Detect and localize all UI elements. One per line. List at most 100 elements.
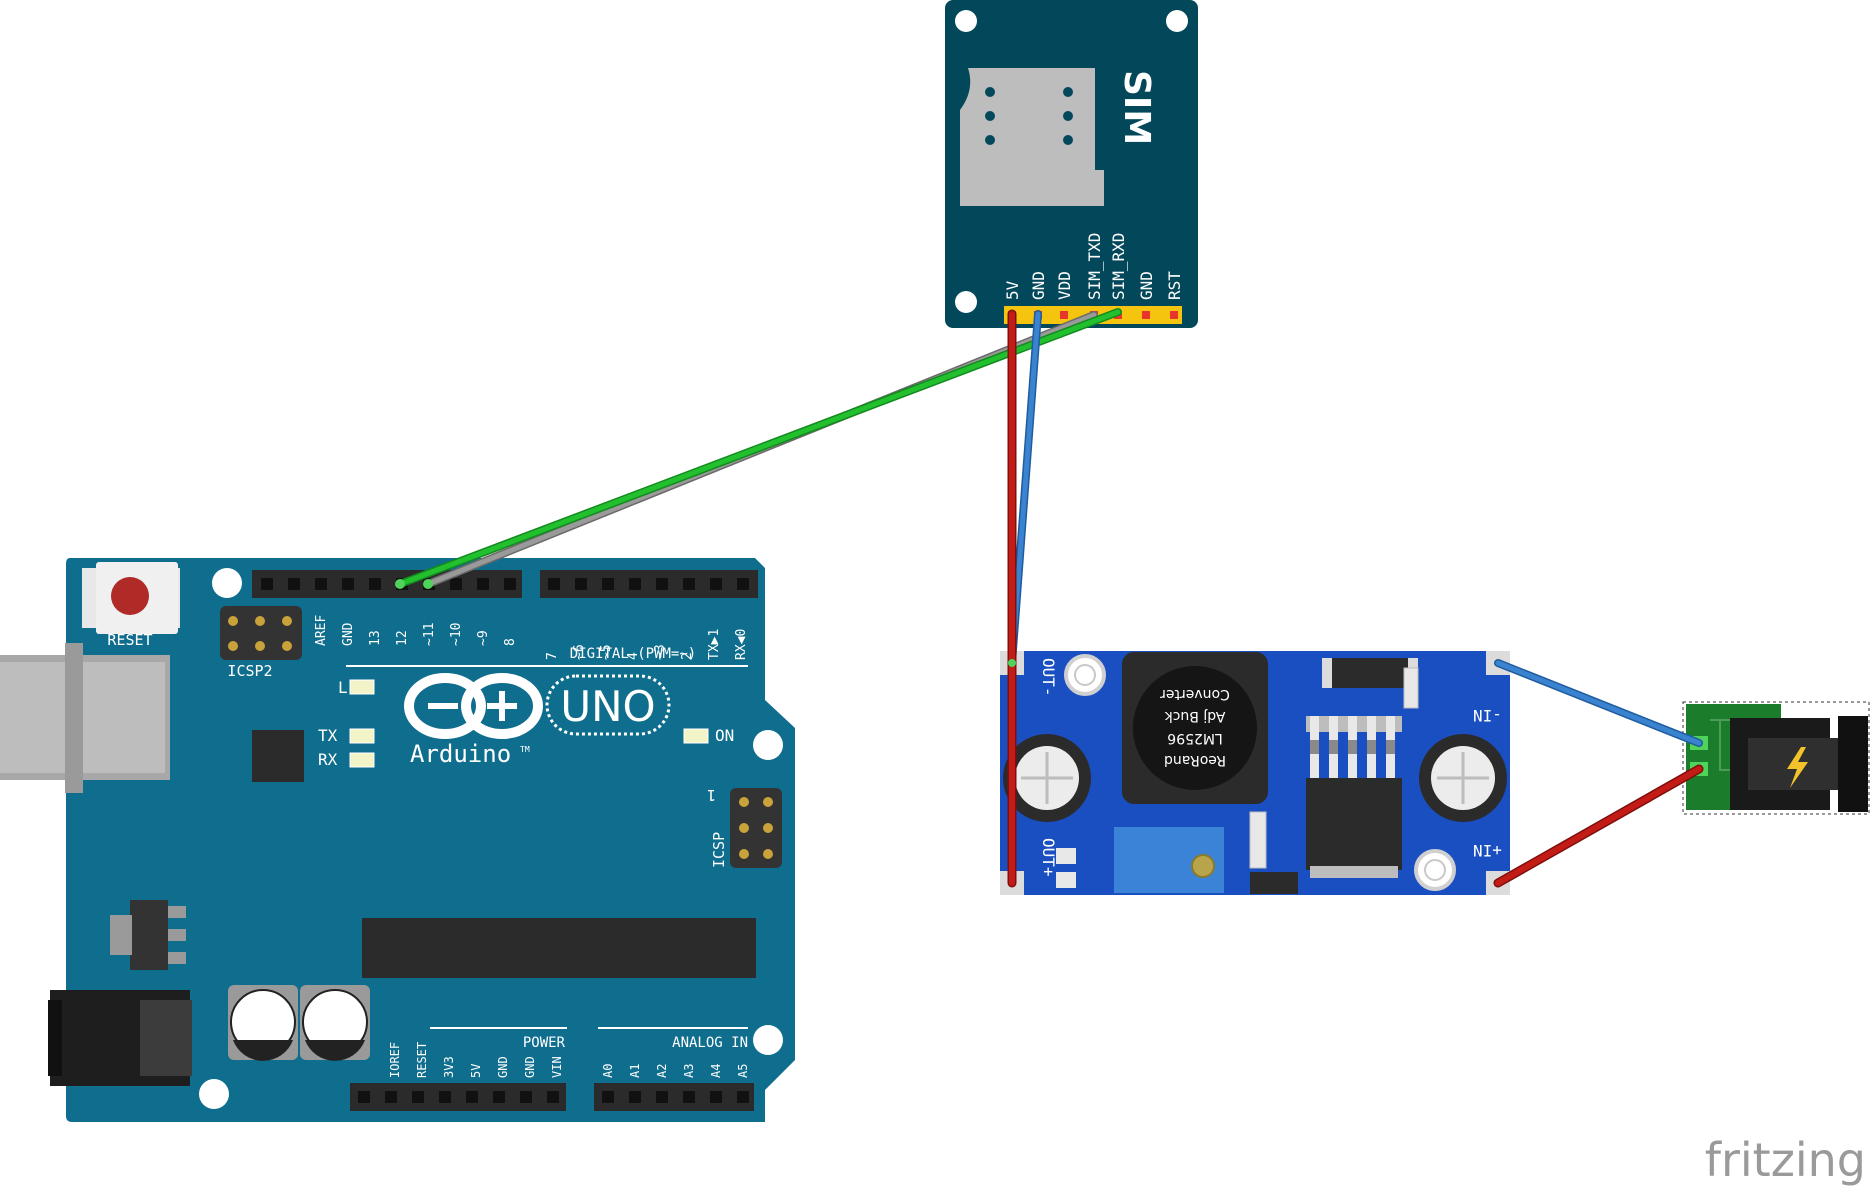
pin-label: ~10 bbox=[449, 623, 464, 646]
header-hole bbox=[737, 1091, 749, 1103]
mounting-hole bbox=[753, 1025, 783, 1055]
pin-label: RX◀0 bbox=[734, 629, 749, 660]
pin-label: GND bbox=[523, 1056, 537, 1078]
header-hole bbox=[342, 578, 354, 590]
resistor bbox=[1403, 667, 1419, 709]
pin-label: AREF bbox=[314, 615, 329, 646]
reset-button[interactable] bbox=[82, 562, 180, 634]
pin-label: GND bbox=[1137, 271, 1156, 300]
pin-label: VIN bbox=[550, 1056, 564, 1078]
mounting-hole bbox=[212, 568, 242, 598]
inductor-text: Adj Buck bbox=[1164, 708, 1226, 724]
icsp2-header bbox=[220, 606, 302, 660]
in-plus-label: +IN bbox=[1473, 841, 1502, 860]
potentiometer bbox=[1114, 827, 1224, 893]
header-hole bbox=[575, 578, 587, 590]
icsp2-label: ICSP2 bbox=[227, 662, 272, 680]
pin-label: 8 bbox=[503, 638, 518, 646]
fritzing-watermark: fritzing bbox=[1705, 1133, 1866, 1187]
sim-pin bbox=[1142, 311, 1150, 319]
wires bbox=[395, 308, 1704, 888]
in-minus-label: -IN bbox=[1473, 706, 1502, 725]
l-led-label: L bbox=[338, 678, 348, 697]
digital-header-left bbox=[252, 570, 522, 598]
header-hole bbox=[493, 1091, 505, 1103]
smd-part bbox=[1056, 872, 1076, 888]
power-header bbox=[350, 1083, 566, 1111]
header-hole bbox=[315, 578, 327, 590]
out-plus-label: OUT+ bbox=[1039, 838, 1058, 877]
digital-header-right bbox=[540, 570, 758, 598]
usb-chip bbox=[252, 730, 304, 782]
resistor bbox=[1249, 811, 1267, 869]
analog-label: ANALOG IN bbox=[672, 1035, 748, 1051]
diode bbox=[1322, 658, 1418, 688]
icsp-header bbox=[730, 788, 782, 868]
pin-label: 12 bbox=[395, 630, 410, 646]
mounting-hole bbox=[1166, 10, 1188, 32]
header-hole bbox=[737, 578, 749, 590]
pin-label: ~3 bbox=[653, 644, 668, 660]
pin-label: 5V bbox=[469, 1064, 483, 1078]
inductor-text: LM2596 bbox=[1167, 730, 1223, 746]
input-capacitor bbox=[1419, 734, 1507, 822]
pin-label: 5V bbox=[1003, 280, 1022, 300]
arduino-brand: Arduino bbox=[410, 740, 511, 768]
mounting-hole bbox=[955, 291, 977, 313]
header-hole bbox=[369, 578, 381, 590]
capacitor-2 bbox=[300, 985, 370, 1061]
on-led-label: ON bbox=[715, 726, 734, 745]
digital-label: DIGITAL (PWM=~) bbox=[570, 646, 696, 662]
pin-label: A4 bbox=[709, 1064, 723, 1078]
reset-label: RESET bbox=[107, 631, 152, 649]
pin-label: IOREF bbox=[388, 1042, 402, 1078]
header-hole bbox=[504, 578, 516, 590]
pin-label: SIM_TXD bbox=[1085, 233, 1104, 300]
smd-diode bbox=[1250, 872, 1298, 894]
pin-label: RESET bbox=[415, 1042, 429, 1078]
uno-badge bbox=[545, 674, 671, 736]
trademark: TM bbox=[520, 745, 530, 754]
header-hole bbox=[602, 1091, 614, 1103]
header-hole bbox=[385, 1091, 397, 1103]
on-led bbox=[683, 728, 709, 744]
smd-part bbox=[1056, 848, 1076, 864]
lm2596-regulator bbox=[1306, 716, 1402, 878]
inductor-text: Converter bbox=[1160, 686, 1230, 702]
header-hole bbox=[683, 578, 695, 590]
pin-label: ~6 bbox=[572, 644, 587, 660]
capacitor-1 bbox=[228, 985, 298, 1061]
pin-label: GND bbox=[496, 1056, 510, 1078]
pin-label: ~5 bbox=[599, 644, 614, 660]
header-hole bbox=[629, 578, 641, 590]
sim-card-slot bbox=[960, 68, 1104, 206]
inductor-text: ReoRand bbox=[1164, 752, 1226, 768]
header-hole bbox=[288, 578, 300, 590]
mounting-hole bbox=[753, 730, 783, 760]
pin-label: GND bbox=[341, 622, 356, 646]
header-hole bbox=[450, 578, 462, 590]
sim-pin bbox=[1060, 311, 1068, 319]
icsp-pin1-label: 1 bbox=[707, 786, 716, 804]
pin-label: SIM_RXD bbox=[1109, 233, 1128, 300]
output-capacitor bbox=[1003, 734, 1091, 822]
pin-label: A1 bbox=[628, 1064, 642, 1078]
pin-label: RST bbox=[1165, 271, 1184, 300]
pin-label: A2 bbox=[655, 1064, 669, 1078]
lightning-bolt-icon bbox=[1787, 747, 1808, 788]
header-hole bbox=[439, 1091, 451, 1103]
dc-power-jack bbox=[1682, 701, 1870, 815]
mounting-hole bbox=[199, 1079, 229, 1109]
uno-label: UNO bbox=[560, 682, 655, 731]
mounting-hole bbox=[955, 10, 977, 32]
rx-led-label: RX bbox=[318, 750, 338, 769]
tx-led bbox=[349, 728, 375, 744]
pin-label: A5 bbox=[736, 1064, 750, 1078]
atmega328-chip bbox=[362, 918, 756, 978]
l-led bbox=[349, 679, 375, 695]
pin-label: 13 bbox=[368, 630, 383, 646]
pin-label: VDD bbox=[1055, 271, 1074, 300]
analog-header bbox=[594, 1083, 754, 1111]
